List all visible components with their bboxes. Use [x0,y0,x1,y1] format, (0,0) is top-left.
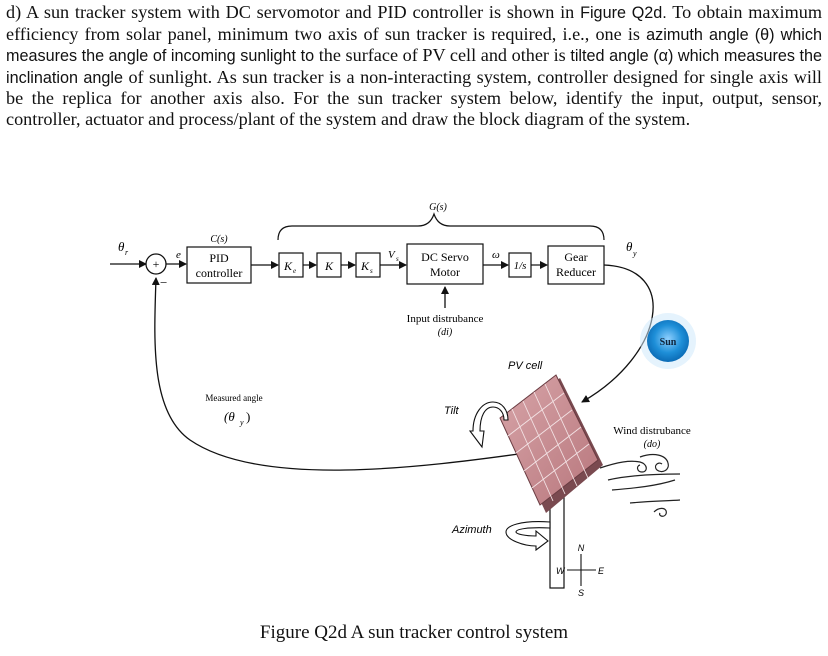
question-part-4: of sunlight. As sun tracker is a non-int… [6,66,822,129]
pid-label-line1: PID [209,251,229,265]
wind-disturbance-line1: Wind distrubance [613,425,691,437]
sun-icon [640,313,696,369]
measured-theta-label: (θ [224,409,235,424]
vs-label: V [388,249,396,261]
question-label: d) [6,2,22,22]
ks-sub: s [370,267,373,275]
gs-brace [277,212,605,241]
measured-angle-line1: Measured angle [205,393,262,403]
azimuth-label: Azimuth [451,524,492,536]
compass-south: S [578,588,584,598]
vs-sub: s [396,255,399,263]
sun-label: Sun [660,337,677,348]
input-theta-label: θ [118,239,125,254]
pid-label-line2: controller [196,266,243,280]
ke-label: K [283,259,293,273]
question-part-3: the surface of PV cell and other is [314,45,571,66]
wind-icon [599,453,681,517]
ks-label: K [360,259,370,273]
input-disturbance-line2: (di) [438,327,453,338]
output-path-to-panel [581,264,654,403]
ke-sub: e [293,267,296,275]
cs-label: C(s) [210,234,228,245]
motor-label-line1: DC Servo [421,250,469,264]
dc-servo-motor-block [406,243,484,285]
solar-panel [499,374,603,513]
measured-theta-sub: y [239,418,244,427]
omega-label: ω [492,249,500,261]
compass-east: E [598,566,605,576]
k-label: K [324,259,334,273]
ks-block [355,252,381,278]
plus-sign: + [153,257,160,271]
feedback-path [151,277,534,471]
question-text: d) A sun tracker system with DC servomot… [6,2,822,130]
compass-west: W [556,566,566,576]
azimuth-arrow-icon [505,521,551,552]
compass-icon [567,554,596,586]
tilted-definition: tilted angle (α) which measures the incl… [6,47,822,87]
figure-reference: Figure Q2d. [580,4,667,22]
gs-label: G(s) [429,202,447,213]
input-theta-sub: r [125,248,129,257]
integrator-label: 1/s [514,260,527,272]
error-label: e [176,249,181,261]
pv-cell-label: PV cell [508,360,543,372]
tilt-label: Tilt [444,405,460,417]
gear-reducer-block [547,245,605,285]
question-part-2: To obtain maximum efficiency from solar … [6,2,822,44]
input-disturbance-line1: Input distrubance [407,313,484,325]
wind-disturbance-line2: (do) [644,439,661,450]
minus-sign: − [160,275,167,290]
sun-tracker-diagram: G(s) θ r + − e C(s) PID controller K e K… [110,202,696,598]
figure-caption: Figure Q2d A sun tracker control system [259,622,569,643]
gear-label-line1: Gear [564,250,587,264]
compass-north: N [578,543,585,553]
motor-label-line2: Motor [430,265,460,279]
gear-label-line2: Reducer [556,265,596,279]
question-part-1: A sun tracker system with DC servomotor … [21,2,581,22]
output-theta-sub: y [632,249,637,258]
tilt-arrow-icon [468,401,509,449]
measured-theta-close: ) [246,409,250,424]
output-theta-label: θ [626,239,633,254]
azimuth-definition: azimuth angle (θ) which measures the ang… [6,25,822,66]
